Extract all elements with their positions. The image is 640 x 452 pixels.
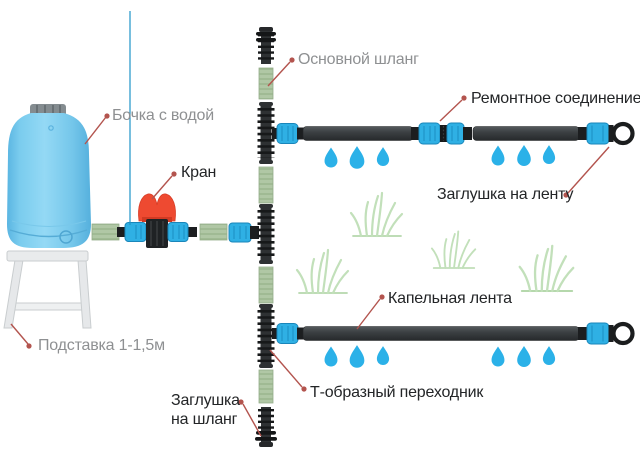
label-main-hose: Основной шланг [298, 51, 419, 68]
tap-valve-icon [117, 11, 197, 248]
label-t-adapter: Т-образный переходник [310, 384, 484, 401]
drip-tape-bottom [302, 323, 633, 344]
water-barrel-icon [7, 104, 91, 248]
label-hose-plug: Заглушка на шланг [171, 392, 240, 429]
label-tap: Кран [181, 164, 217, 181]
leader-lines [10, 57, 610, 437]
label-tape-plug: Заглушка на ленту [437, 186, 574, 203]
valve-handle [138, 193, 176, 222]
t-adapter-bottom-icon [257, 304, 306, 368]
label-stand: Подставка 1-1,5м [38, 337, 165, 354]
main-hose-top-plug-icon [256, 27, 276, 64]
t-adapter-feed-icon [257, 204, 275, 264]
t-adapter-top-icon [257, 102, 306, 164]
feed-connector-icon [228, 222, 259, 243]
tape-end-plug-icon [578, 323, 633, 344]
tape-end-plug-icon [578, 123, 633, 144]
label-repair-connection: Ремонтное соединение [471, 90, 640, 107]
label-barrel: Бочка с водой [112, 107, 214, 124]
drip-tape-top [302, 122, 633, 145]
stand-icon [3, 250, 92, 329]
grass-tufts [295, 191, 575, 295]
label-drip-tape: Капельная лента [388, 290, 512, 307]
repair-coupling-icon [411, 122, 472, 145]
main-hose-segments [258, 67, 274, 404]
hose-end-plug-icon [255, 407, 277, 447]
